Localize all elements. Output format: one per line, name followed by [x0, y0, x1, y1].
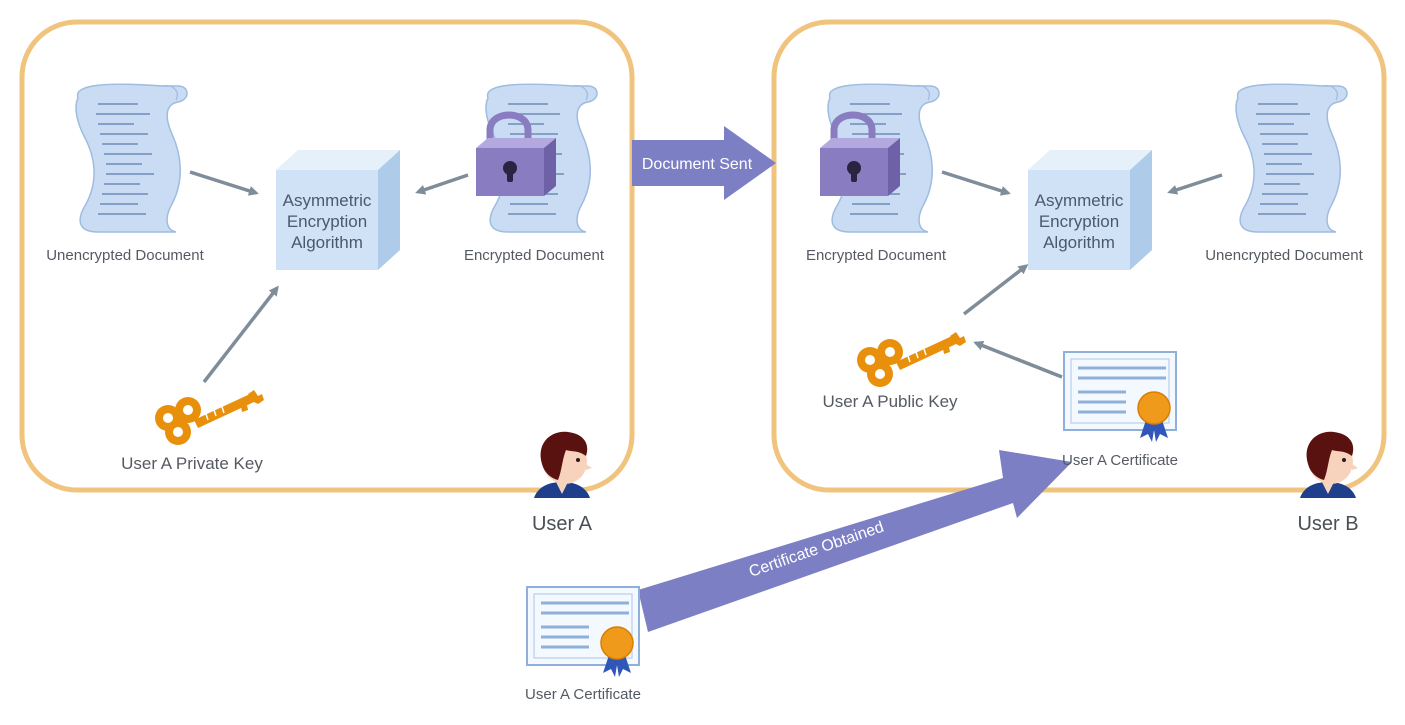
panel-b-unencrypted-document-icon	[1235, 83, 1348, 233]
private-key-icon	[154, 389, 265, 446]
panel-a-algorithm-line-3: Algorithm	[291, 233, 363, 252]
panel-b-certificate-icon	[1062, 350, 1178, 444]
private-key-label: User A Private Key	[121, 454, 263, 473]
user-b-label: User B	[1297, 513, 1358, 535]
document-sent-arrow	[632, 126, 776, 200]
user-b-panel	[771, 19, 1387, 493]
public-key-label: User A Public Key	[822, 392, 958, 411]
user-a-panel	[19, 19, 635, 493]
arrow-key-to-algorithm	[202, 285, 279, 384]
panel-b-algorithm-line-3: Algorithm	[1043, 233, 1115, 252]
arrow-doc-to-algorithm	[189, 170, 259, 196]
panel-b-certificate-label: User A Certificate	[1062, 452, 1178, 469]
panel-b-algorithm-line-2: Encryption	[1039, 212, 1119, 231]
panel-a-algorithm-cube-icon	[276, 150, 400, 270]
panel-b-algorithm-cube-icon	[1028, 150, 1152, 270]
arrow-encrypted-to-algorithm	[415, 173, 469, 195]
document-sent-label: Document Sent	[642, 156, 753, 173]
certificate-obtained-arrow	[638, 450, 1072, 632]
public-key-icon	[856, 331, 967, 388]
panel-a-unencrypted-label: Unencrypted Document	[46, 247, 204, 264]
panel-a-encrypted-label: Encrypted Document	[464, 247, 605, 264]
arrow-certificate-to-public-key	[973, 340, 1063, 379]
unencrypted-document-icon	[75, 83, 188, 233]
bottom-certificate-label: User A Certificate	[525, 686, 641, 703]
arrow-public-key-to-algorithm	[962, 264, 1029, 316]
bottom-certificate-icon	[525, 585, 641, 679]
panel-a-algorithm-line-1: Asymmetric	[283, 191, 372, 210]
panel-b-algorithm-line-1: Asymmetric	[1035, 191, 1124, 210]
arrow-unencrypted-from-algorithm-b	[1167, 173, 1223, 195]
arrow-encrypted-to-algorithm-b	[941, 170, 1011, 196]
panel-b-encrypted-label: Encrypted Document	[806, 247, 947, 264]
user-a-label: User A	[532, 513, 593, 535]
panel-a-algorithm-line-2: Encryption	[287, 212, 367, 231]
panel-b-unencrypted-label: Unencrypted Document	[1205, 247, 1363, 264]
